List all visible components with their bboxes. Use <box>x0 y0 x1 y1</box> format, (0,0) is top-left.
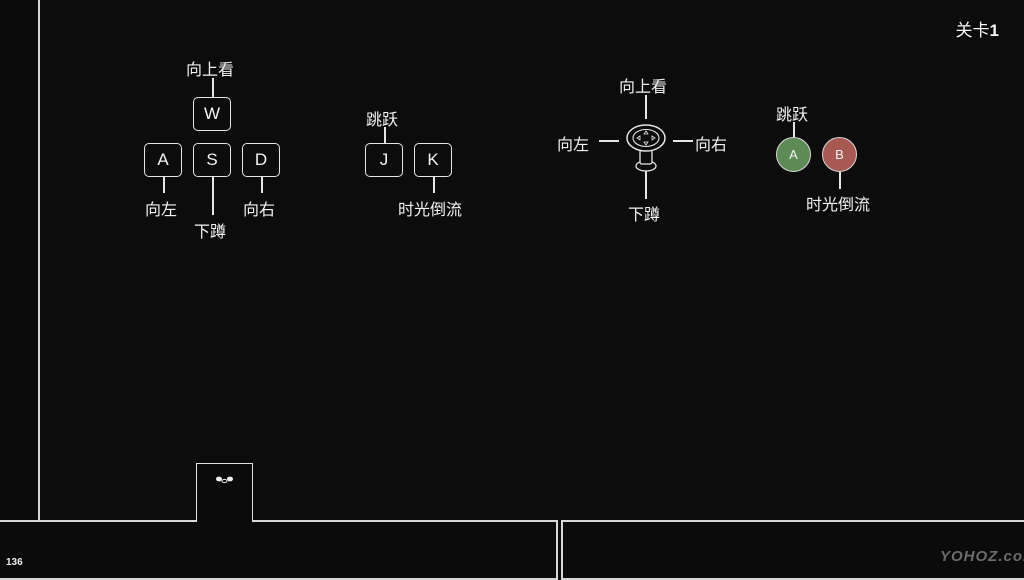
key-s: S <box>193 143 231 177</box>
gp-connector-left <box>599 140 619 142</box>
level-number: 1 <box>989 21 999 40</box>
label-right: 向右 <box>243 200 276 219</box>
connector-left <box>163 177 165 193</box>
gp-label-look-up: 向上看 <box>619 77 668 96</box>
level-indicator: 关卡1 <box>956 16 999 41</box>
key-k: K <box>414 143 452 177</box>
label-rewind: 时光倒流 <box>398 200 463 219</box>
player-face-icon <box>216 476 233 484</box>
key-a: A <box>144 143 182 177</box>
label-jump: 跳跃 <box>366 110 399 129</box>
gp-connector-down <box>645 171 647 199</box>
floor-right <box>561 520 1024 580</box>
connector-crouch <box>212 177 214 215</box>
key-j: J <box>365 143 403 177</box>
gp-label-crouch: 下蹲 <box>628 205 661 224</box>
gp-connector-up <box>645 95 647 119</box>
label-left: 向左 <box>145 200 178 219</box>
frame-counter: 136 <box>6 557 23 568</box>
joystick-icon <box>626 124 666 172</box>
label-crouch: 下蹲 <box>194 222 227 241</box>
left-wall <box>0 0 40 522</box>
gp-label-jump: 跳跃 <box>776 105 809 124</box>
gamepad-b-button: B <box>822 137 857 172</box>
gp-label-right: 向右 <box>695 135 728 154</box>
connector-rewind <box>433 177 435 193</box>
connector-jump <box>384 127 386 143</box>
watermark-logo: YOHOZ.com <box>940 548 1024 565</box>
floor-left <box>0 520 558 580</box>
gamepad-a-button: A <box>776 137 811 172</box>
key-w: W <box>193 97 231 131</box>
label-look-up: 向上看 <box>186 60 235 79</box>
gp-label-rewind: 时光倒流 <box>806 195 871 214</box>
key-d: D <box>242 143 280 177</box>
level-label: 关卡 <box>955 21 990 41</box>
connector-right <box>261 177 263 193</box>
gp-connector-rewind <box>839 172 841 189</box>
gp-connector-jump <box>793 122 795 137</box>
gp-connector-right <box>673 140 693 142</box>
connector-look-up <box>212 78 214 97</box>
gp-label-left: 向左 <box>557 135 590 154</box>
player-character <box>196 463 253 522</box>
